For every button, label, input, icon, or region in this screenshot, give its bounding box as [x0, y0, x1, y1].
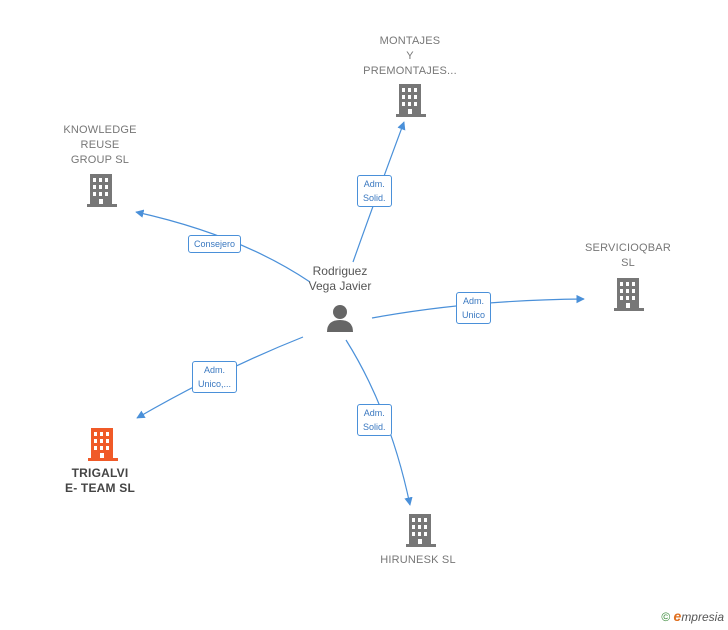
center-person-name[interactable]: Rodriguez Vega Javier [308, 264, 372, 293]
building-icon-knowledge[interactable] [87, 174, 117, 207]
company-label-montajes[interactable]: MONTAJES Y PREMONTAJES... [363, 35, 457, 77]
company-label-hirunesk[interactable]: HIRUNESK SL [380, 554, 456, 566]
building-icon-trigalvi[interactable] [88, 428, 118, 461]
relation-label-hirunesk[interactable]: Adm. Solid. [357, 404, 392, 436]
brand-e: e [673, 608, 682, 624]
empresia-logo: © empresia [661, 608, 724, 624]
relation-label-trigalvi[interactable]: Adm. Unico,... [192, 361, 238, 393]
company-label-knowledge[interactable]: KNOWLEDGE REUSE GROUP SL [63, 124, 137, 166]
building-icon-hirunesk[interactable] [406, 514, 436, 547]
company-label-servicioqbar[interactable]: SERVICIOQBAR SL [585, 242, 671, 269]
building-icon-servicioqbar[interactable] [614, 278, 644, 311]
building-icon-montajes[interactable] [396, 84, 426, 117]
company-label-trigalvi[interactable]: TRIGALVI E- TEAM SL [65, 466, 135, 495]
relation-label-montajes[interactable]: Adm. Solid. [357, 175, 392, 207]
relation-label-servicioqbar[interactable]: Adm. Unico [456, 292, 492, 324]
brand-name: mpresia [681, 610, 724, 624]
person-icon[interactable] [327, 305, 353, 332]
copyright-symbol: © [661, 610, 671, 624]
relation-label-knowledge[interactable]: Consejero [188, 235, 242, 253]
